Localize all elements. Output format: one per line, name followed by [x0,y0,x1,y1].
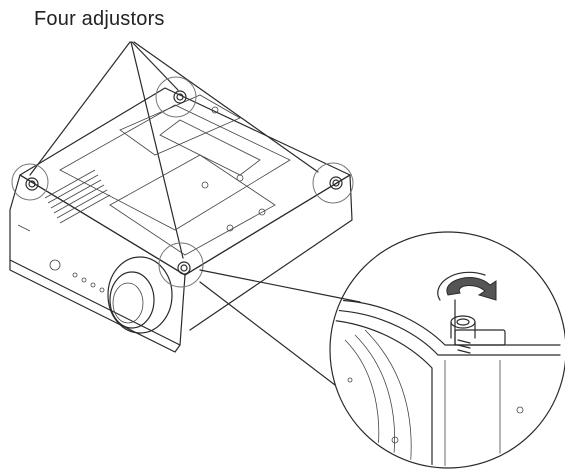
adjustor-screw-thread [457,339,471,354]
zoom-leader-lines [199,269,361,386]
adjustor-circle-right [312,162,354,204]
adjustor-circle-left [11,163,49,201]
callout-label: Four adjustors [34,8,165,30]
projector-body [9,87,353,353]
rotation-arrow-icon [446,277,497,301]
adjustor-circle-front [158,242,204,288]
adjustor-feet [11,76,354,288]
leader-lines [29,41,319,259]
adjustor-circle-top [155,76,197,118]
magnified-detail [329,231,565,469]
